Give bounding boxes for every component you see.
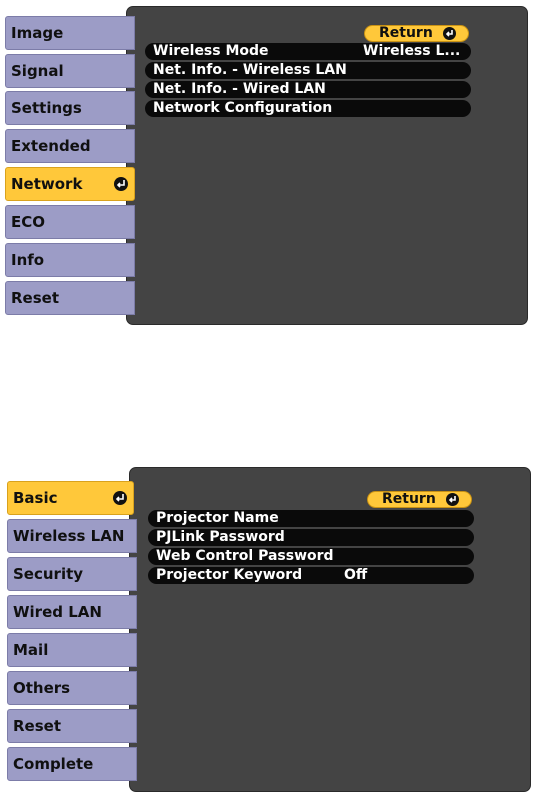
web-control-password-label: Web Control Password <box>156 548 334 564</box>
tab-label: Extended <box>11 137 91 155</box>
tab-info[interactable]: Info <box>5 243 135 277</box>
tab-label: Signal <box>11 62 64 80</box>
enter-icon <box>446 493 459 506</box>
projector-keyword-item[interactable]: Projector Keyword Off <box>148 567 474 584</box>
tab-label: Reset <box>13 717 61 735</box>
tab-basic[interactable]: Basic <box>7 481 134 515</box>
tab-security[interactable]: Security <box>7 557 137 591</box>
net-info-wireless-lan-label: Net. Info. - Wireless LAN <box>153 62 347 78</box>
tab-reset[interactable]: Reset <box>7 709 137 743</box>
projector-keyword-value: Off <box>344 567 368 583</box>
tab-wired-lan[interactable]: Wired LAN <box>7 595 137 629</box>
return-label: Return <box>382 491 436 507</box>
network-configuration-item[interactable]: Network Configuration <box>145 100 471 117</box>
network-configuration-menu: Return Projector Name PJLink Password We… <box>0 465 534 798</box>
tab-others[interactable]: Others <box>7 671 137 705</box>
enter-icon <box>443 27 456 40</box>
enter-icon <box>114 177 128 191</box>
return-button[interactable]: Return <box>367 491 472 508</box>
wireless-mode-label: Wireless Mode <box>153 43 269 59</box>
net-info-wired-lan-label: Net. Info. - Wired LAN <box>153 81 326 97</box>
pjlink-password-item[interactable]: PJLink Password <box>148 529 474 546</box>
wireless-mode-item[interactable]: Wireless Mode Wireless L... <box>145 43 471 60</box>
tab-label: Security <box>13 565 84 583</box>
tab-label: Reset <box>11 289 59 307</box>
basic-settings-panel: Return Projector Name PJLink Password We… <box>129 467 531 792</box>
tab-label: Wireless LAN <box>13 527 125 545</box>
net-info-wired-lan-item[interactable]: Net. Info. - Wired LAN <box>145 81 471 98</box>
network-settings-panel: Return Wireless Mode Wireless L... Net. … <box>126 6 528 325</box>
return-button[interactable]: Return <box>364 25 469 42</box>
net-info-wireless-lan-item[interactable]: Net. Info. - Wireless LAN <box>145 62 471 79</box>
tab-complete[interactable]: Complete <box>7 747 137 781</box>
tab-image[interactable]: Image <box>5 16 135 50</box>
tab-extended[interactable]: Extended <box>5 129 135 163</box>
tab-label: Basic <box>13 489 58 507</box>
return-label: Return <box>379 25 433 41</box>
network-menu: Return Wireless Mode Wireless L... Net. … <box>0 0 534 330</box>
tab-mail[interactable]: Mail <box>7 633 137 667</box>
tab-network[interactable]: Network <box>5 167 135 201</box>
tab-label: Network <box>11 175 83 193</box>
tab-label: Settings <box>11 99 82 117</box>
enter-icon <box>113 491 127 505</box>
tab-reset[interactable]: Reset <box>5 281 135 315</box>
tab-wireless-lan[interactable]: Wireless LAN <box>7 519 137 553</box>
network-configuration-label: Network Configuration <box>153 100 333 116</box>
tab-eco[interactable]: ECO <box>5 205 135 239</box>
projector-name-item[interactable]: Projector Name <box>148 510 474 527</box>
tab-label: Mail <box>13 641 49 659</box>
tab-label: Wired LAN <box>13 603 102 621</box>
tab-signal[interactable]: Signal <box>5 54 135 88</box>
wireless-mode-value: Wireless L... <box>363 43 461 59</box>
tab-label: Complete <box>13 755 94 773</box>
tab-label: Others <box>13 679 71 697</box>
pjlink-password-label: PJLink Password <box>156 529 285 545</box>
tab-label: ECO <box>11 213 46 231</box>
web-control-password-item[interactable]: Web Control Password <box>148 548 474 565</box>
tab-label: Info <box>11 251 45 269</box>
tab-label: Image <box>11 24 64 42</box>
tab-settings[interactable]: Settings <box>5 91 135 125</box>
projector-name-label: Projector Name <box>156 510 279 526</box>
projector-keyword-label: Projector Keyword <box>156 567 303 583</box>
